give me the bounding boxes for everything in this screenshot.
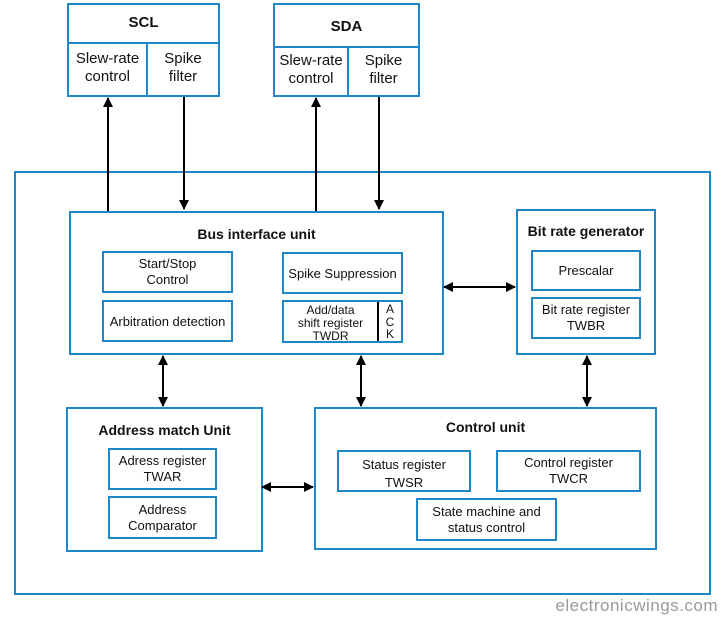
prescalar: Prescalar (531, 250, 641, 291)
ack-label: A C K (385, 302, 395, 342)
status-register-twsr: Status register TWSR (337, 450, 471, 492)
shift-register-twdr: Add/data shift register TWDR A C K (282, 300, 403, 343)
watermark: electronicwings.com (555, 596, 718, 615)
bus-interface-title: Bus interface unit (197, 226, 316, 242)
sda-split (347, 46, 349, 95)
control-unit-title: Control unit (445, 419, 526, 435)
spike-suppression: Spike Suppression (282, 252, 403, 294)
address-match-title: Address match Unit (98, 422, 231, 438)
scl-title: SCL (128, 14, 159, 31)
scl-divider (69, 42, 218, 44)
sda-divider (275, 46, 418, 48)
arbitration-detection: Arbitration detection (102, 300, 233, 342)
scl-split (146, 42, 148, 95)
bit-rate-title: Bit rate generator (527, 223, 645, 239)
sda-title: SDA (330, 18, 363, 35)
ack-divider (377, 302, 379, 341)
